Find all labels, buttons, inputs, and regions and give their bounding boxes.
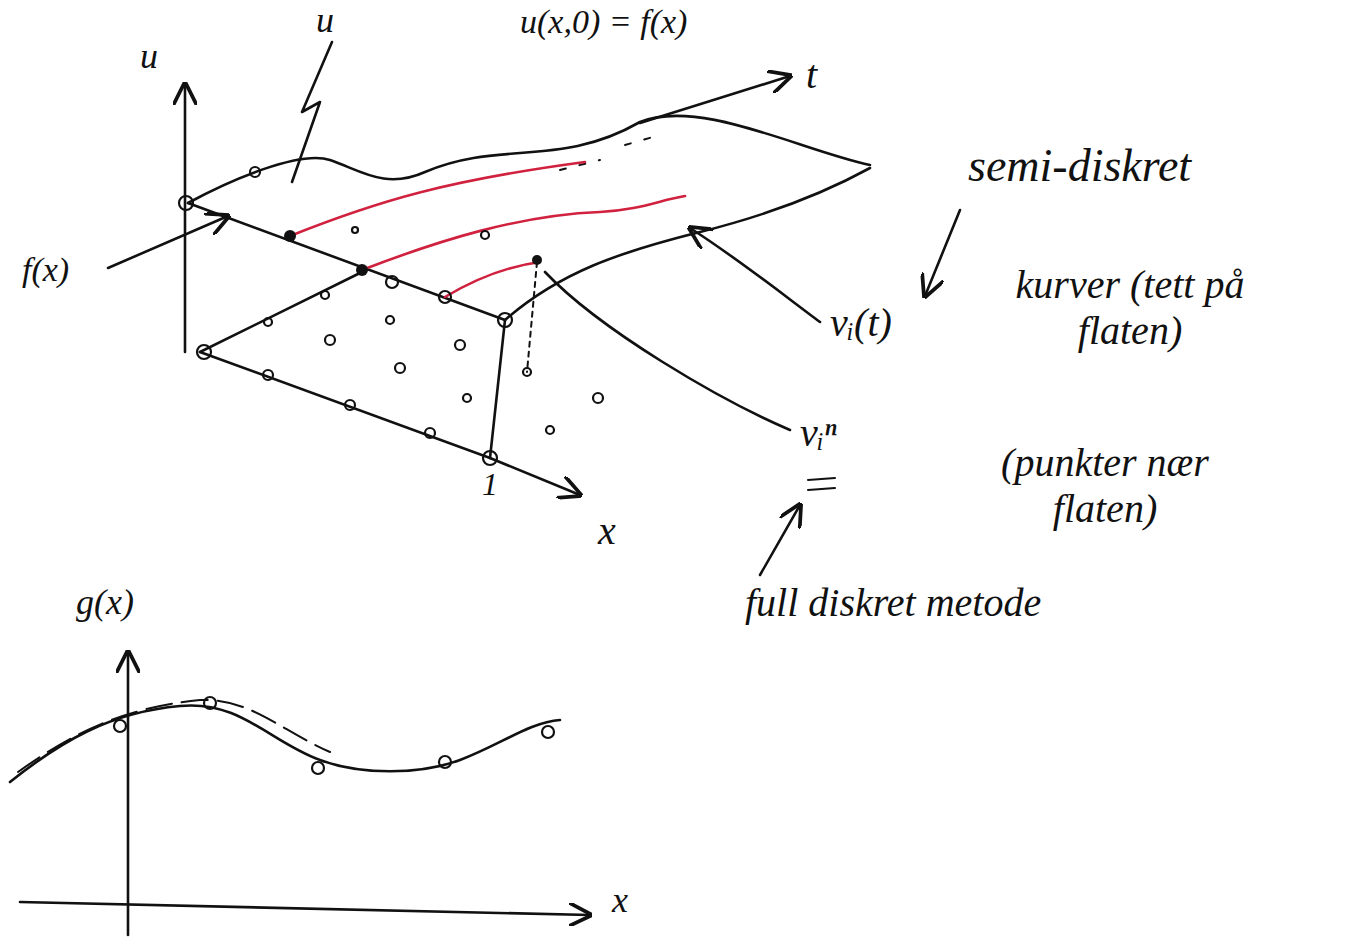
tick-label: 1	[482, 466, 498, 503]
initial-edge	[188, 203, 505, 320]
x-axis	[490, 458, 580, 495]
surface-hint	[560, 135, 660, 170]
grid-point	[546, 426, 554, 434]
equation: u(x,0) = f(x)	[520, 2, 687, 41]
equals-mark	[808, 478, 835, 490]
semi-discrete-curve	[290, 162, 585, 236]
grid-point	[197, 345, 211, 359]
semi-discrete-curve	[362, 196, 685, 270]
annotation: vᵢ(t)	[830, 300, 892, 346]
grid-point	[523, 368, 531, 376]
grid-point	[325, 335, 335, 345]
axis-label: u	[140, 36, 158, 77]
sample-point	[312, 762, 324, 774]
grid-point	[483, 451, 497, 465]
g-axis	[127, 652, 130, 935]
leader-line	[292, 42, 332, 182]
grid-point	[439, 291, 451, 303]
pointer-label: u	[316, 0, 334, 41]
function-label: f(x)	[22, 250, 69, 289]
grid-point	[498, 313, 512, 327]
annotation: vᵢⁿ	[800, 410, 837, 456]
leader-arrow	[690, 228, 820, 322]
annotation: full diskret metode	[745, 580, 1041, 626]
axis-label: x	[612, 880, 628, 921]
grid-point	[352, 227, 358, 233]
surface-edge	[505, 168, 870, 320]
grid-point	[179, 196, 193, 210]
axis-label: g(x)	[76, 582, 134, 623]
grid-point	[463, 394, 471, 402]
semi-discrete-curve	[445, 262, 540, 297]
axis-label: t	[806, 52, 817, 98]
t-axis	[640, 76, 790, 123]
grid-dot	[356, 264, 368, 276]
grid-point	[264, 318, 272, 326]
leader-arrow	[108, 216, 228, 268]
box-edge	[490, 320, 505, 458]
u-axis	[184, 84, 187, 352]
x-axis	[20, 902, 590, 915]
sample-point	[204, 697, 216, 709]
grid-point	[386, 316, 394, 324]
floor-edge	[200, 272, 362, 352]
grid-point	[321, 291, 329, 299]
grid-point	[425, 428, 435, 438]
sample-point	[114, 720, 126, 732]
annotation: (punkter nær flaten)	[985, 440, 1225, 532]
grid-point	[395, 363, 405, 373]
g-curve	[10, 705, 560, 782]
grid-point	[481, 231, 489, 239]
grid-point	[250, 167, 260, 177]
grid-point	[386, 276, 398, 288]
grid-point	[593, 393, 603, 403]
grid-dot	[284, 230, 296, 242]
leader-arrow	[925, 210, 960, 296]
leader-arrow	[760, 505, 800, 575]
g-approx-curve	[18, 700, 330, 772]
floor-edge	[200, 352, 490, 458]
leader-line	[545, 272, 790, 430]
grid-point	[263, 370, 273, 380]
grid-point	[345, 400, 355, 410]
annotation: semi-diskret	[968, 140, 1191, 193]
grid-dot	[532, 255, 542, 265]
grid-point	[455, 340, 465, 350]
surface-edge	[188, 116, 870, 203]
sample-point	[439, 756, 451, 768]
dashed-drop	[527, 262, 537, 372]
annotation: kurver (tett på flaten)	[1000, 262, 1260, 354]
axis-label: x	[598, 508, 616, 554]
sample-point	[542, 726, 554, 738]
